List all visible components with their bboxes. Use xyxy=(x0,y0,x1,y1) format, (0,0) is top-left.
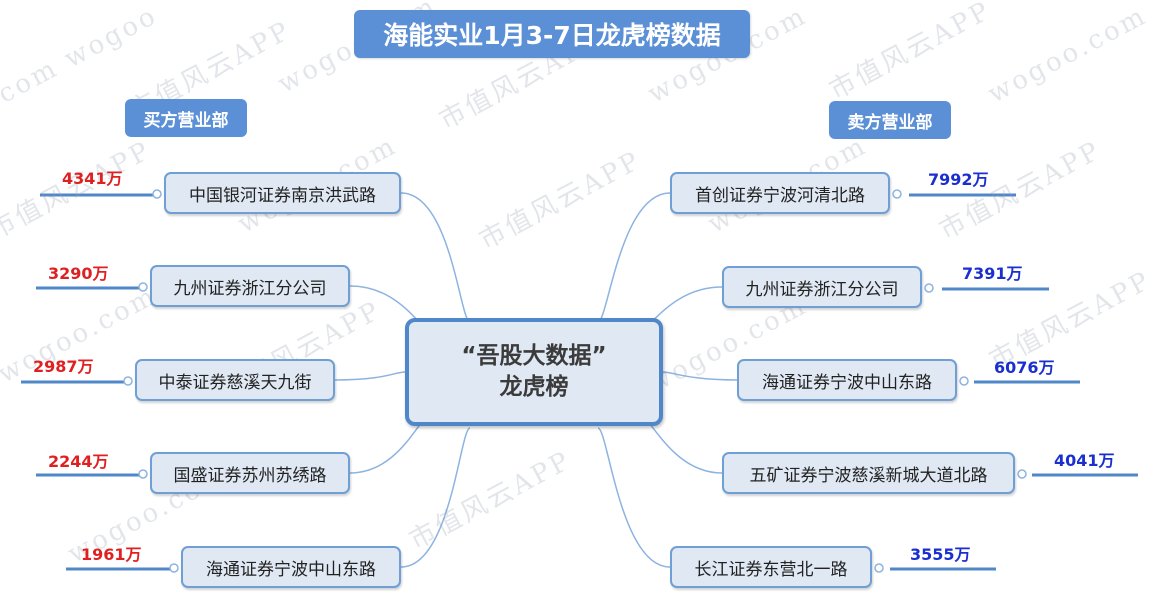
collapse-dot xyxy=(892,189,902,199)
buy-amount-5: 1961万 xyxy=(81,545,142,564)
sell-amount-1: 7992万 xyxy=(928,170,989,189)
buy-branch-4[interactable]: 国盛证券苏州苏绣路 xyxy=(150,452,350,494)
sell-branch-3[interactable]: 海通证券宁波中山东路 xyxy=(737,359,957,401)
collapse-dot xyxy=(169,563,179,573)
buy-branch-2[interactable]: 九州证券浙江分公司 xyxy=(150,265,350,307)
sell-amount-4: 4041万 xyxy=(1054,451,1115,470)
collapse-dot xyxy=(138,282,148,292)
sell-connector-line xyxy=(662,371,738,381)
buy-amount-4: 2244万 xyxy=(48,452,109,471)
sell-amount-2: 7391万 xyxy=(962,264,1023,283)
sell-branch-5[interactable]: 长江证券东营北一路 xyxy=(670,546,872,588)
sell-branch-1[interactable]: 首创证券宁波河清北路 xyxy=(670,172,890,214)
sell-connector-line xyxy=(597,427,671,568)
sell-amount-3: 6076万 xyxy=(994,358,1055,377)
buy-branch-5[interactable]: 海通证券宁波中山东路 xyxy=(181,546,401,588)
buy-branch-3[interactable]: 中泰证券慈溪天九街 xyxy=(135,359,335,401)
buy-branch-1[interactable]: 中国银河证券南京洪武路 xyxy=(164,172,401,214)
collapse-dot xyxy=(138,469,148,479)
page-title: 海能实业1月3-7日龙虎榜数据 xyxy=(354,10,750,58)
center-line-1: “吾股大数据” xyxy=(461,342,607,369)
buy-section-label: 买方营业部 xyxy=(125,99,247,137)
center-line-2: 龙虎榜 xyxy=(499,374,569,400)
buy-amount-2: 3290万 xyxy=(48,264,109,283)
buy-connector-line xyxy=(334,371,406,381)
sell-branch-2[interactable]: 九州证券浙江分公司 xyxy=(722,266,922,308)
buy-connector-line xyxy=(400,192,471,323)
collapse-dot xyxy=(152,189,162,199)
buy-amount-1: 4341万 xyxy=(62,169,123,188)
sell-amount-5: 3555万 xyxy=(910,545,971,564)
sell-connector-line xyxy=(597,192,671,323)
collapse-dot xyxy=(924,283,934,293)
buy-connector-line xyxy=(400,427,471,568)
collapse-dot xyxy=(1017,469,1027,479)
center-node[interactable]: “吾股大数据” 龙虎榜 xyxy=(405,318,663,426)
collapse-dot xyxy=(959,376,969,386)
sell-section-label: 卖方营业部 xyxy=(829,101,951,139)
sell-branch-4[interactable]: 五矿证券宁波慈溪新城大道北路 xyxy=(722,452,1015,494)
collapse-dot xyxy=(874,563,884,573)
buy-amount-3: 2987万 xyxy=(33,357,94,376)
collapse-dot xyxy=(123,376,133,386)
